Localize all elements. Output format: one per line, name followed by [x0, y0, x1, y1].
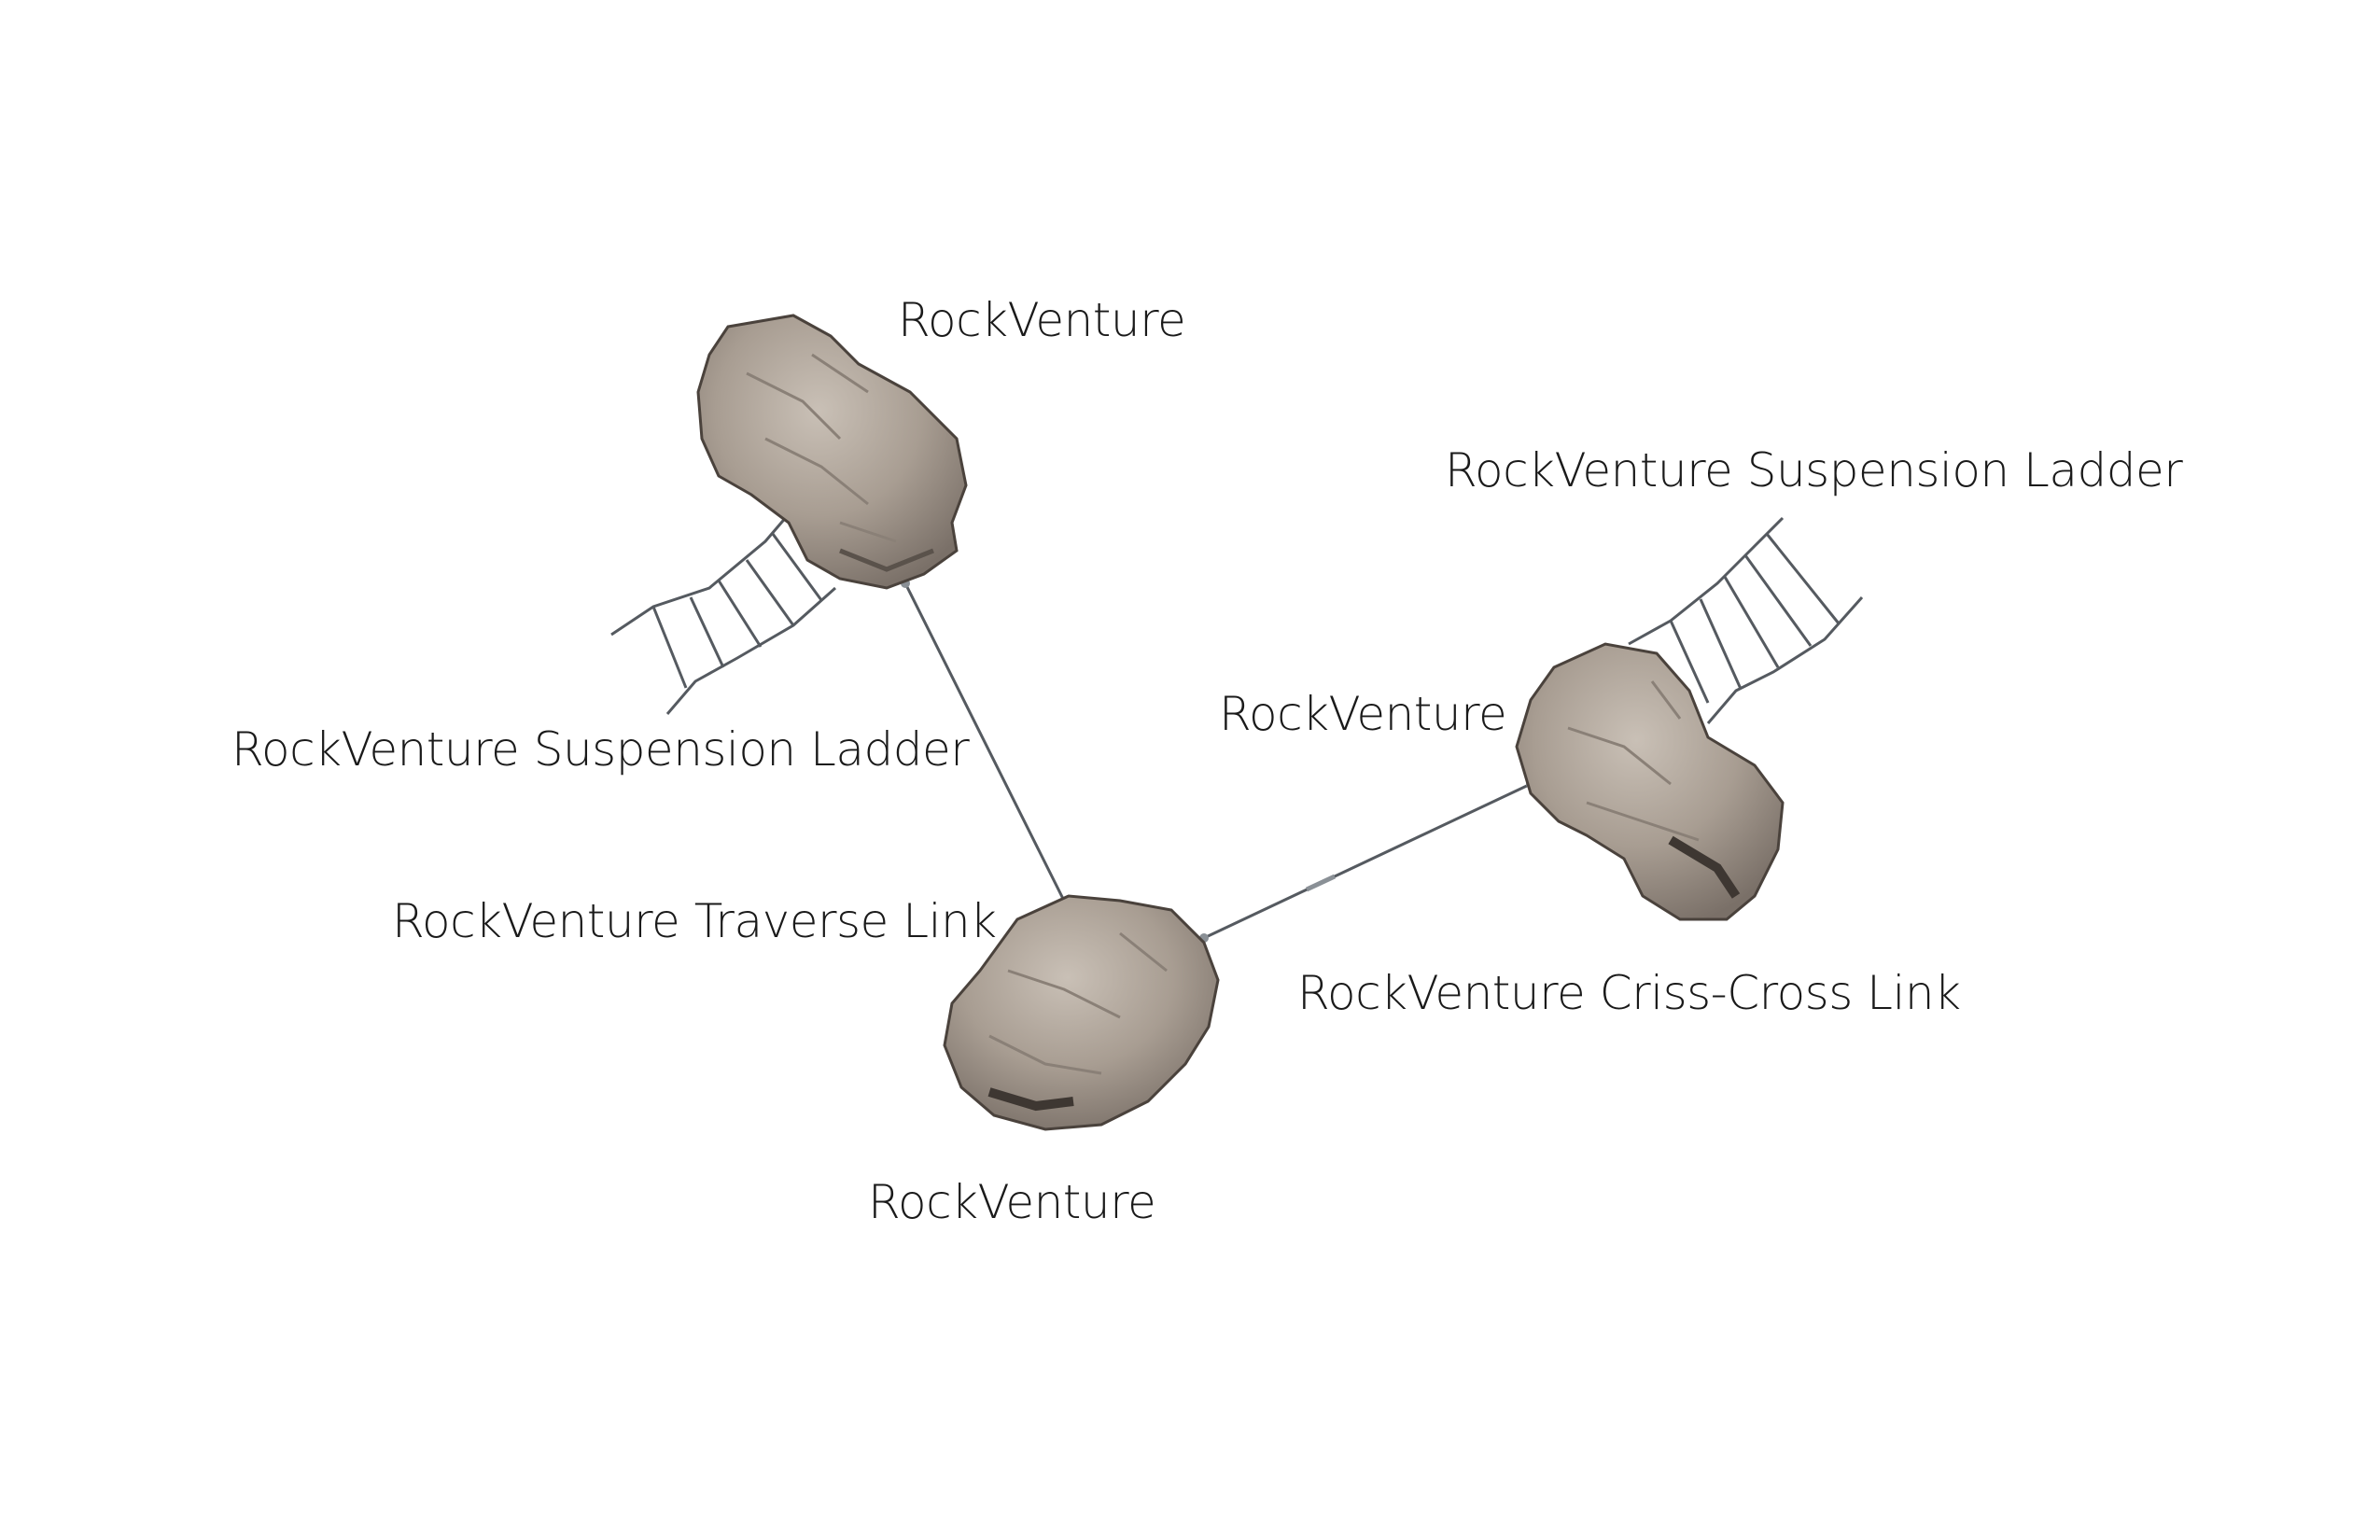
rock-top	[696, 314, 968, 590]
label-crisscross-link: RockVenture Criss-Cross Link	[1297, 966, 1961, 1020]
label-rock-top: RockVenture	[898, 293, 1186, 347]
crisscross-link-cable	[1199, 779, 1535, 943]
label-rock-bottom: RockVenture	[868, 1175, 1156, 1229]
label-ladder-left: RockVenture Suspension Ladder	[231, 722, 970, 777]
label-ladder-right: RockVenture Suspension Ladder	[1445, 443, 2183, 497]
label-rock-right: RockVenture	[1219, 687, 1507, 741]
rock-bottom	[943, 894, 1220, 1131]
rock-right	[1515, 642, 1785, 921]
label-traverse-link: RockVenture Traverse Link	[392, 894, 997, 948]
ladder-left	[610, 508, 836, 715]
ladder-right	[1628, 516, 1864, 724]
